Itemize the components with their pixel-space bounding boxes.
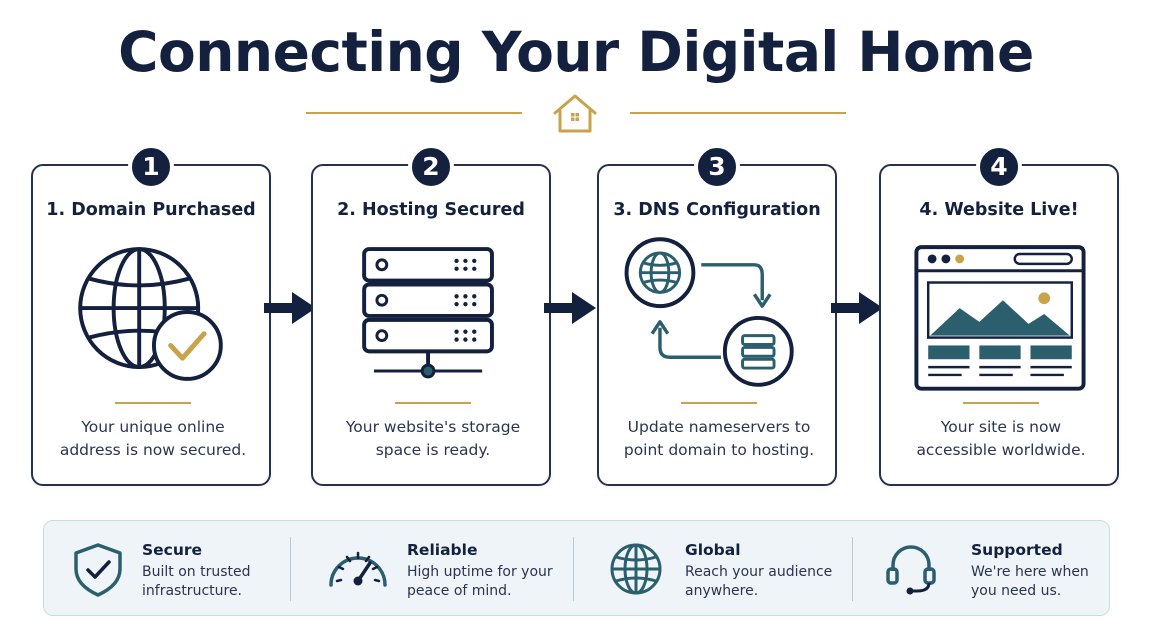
benefit-separator [290, 537, 291, 601]
benefit-global: Global Reach your audience anywhere. [574, 521, 852, 617]
step-heading: 1. Domain Purchased [46, 200, 256, 220]
benefits-panel: Secure Built on trusted infrastructure. [43, 520, 1110, 616]
benefit-title: Supported [971, 541, 1063, 559]
headset-icon [886, 545, 936, 595]
dns-sync-icon [624, 237, 794, 387]
step-heading: 2. Hosting Secured [337, 200, 525, 220]
step-divider [963, 402, 1039, 404]
step-number-badge: 1 [128, 144, 174, 190]
title-divider-right [630, 112, 846, 114]
step-divider [115, 402, 191, 404]
step-divider [681, 402, 757, 404]
benefit-secure: Secure Built on trusted infrastructure. [44, 521, 290, 617]
arrow-right-icon [264, 292, 316, 324]
step-card-dns: 3 3. DNS Configuration Updat [597, 144, 837, 486]
benefit-text: High uptime for your peace of mind. [407, 564, 553, 599]
title-divider-left [306, 112, 522, 114]
benefit-title: Secure [142, 541, 203, 559]
step-description: Update nameservers to point domain to ho… [623, 418, 815, 459]
benefit-title: Global [685, 541, 741, 559]
speedometer-icon [329, 551, 387, 587]
step-card-domain: 1 1. Domain Purchased Your unique online… [31, 144, 271, 486]
globe-check-icon [78, 247, 223, 381]
step-divider [395, 402, 471, 404]
step-card-live: 4 4. Website Live! [879, 144, 1119, 486]
page-title: Connecting Your Digital Home [118, 20, 1034, 84]
arrow-right-icon [831, 292, 883, 324]
shield-check-icon [74, 543, 122, 597]
step-number-badge: 2 [408, 144, 454, 190]
benefit-reliable: Reliable High uptime for your peace of m… [291, 521, 573, 617]
step-number-badge: 4 [976, 144, 1022, 190]
benefit-separator [852, 537, 853, 601]
step-description: Your site is now accessible worldwide. [916, 418, 1086, 459]
step-heading: 4. Website Live! [919, 200, 1079, 220]
benefit-title: Reliable [407, 541, 478, 559]
house-icon [553, 94, 597, 133]
server-rack-icon [362, 247, 494, 379]
benefit-text: We're here when you need us. [971, 564, 1089, 599]
benefit-text: Built on trusted infrastructure. [142, 564, 251, 599]
step-number-badge: 3 [694, 144, 740, 190]
step-heading: 3. DNS Configuration [613, 200, 821, 220]
arrow-right-icon [544, 292, 596, 324]
benefit-supported: Supported We're here when you need us. [853, 521, 1109, 617]
browser-window-icon [914, 245, 1086, 391]
step-description: Your website's storage space is ready. [345, 418, 521, 459]
benefit-separator [573, 537, 574, 601]
step-card-hosting: 2 2. Hosting Secured [311, 144, 551, 486]
step-description: Your unique online address is now secure… [59, 418, 247, 459]
globe-icon [610, 543, 662, 595]
benefit-text: Reach your audience anywhere. [685, 564, 833, 599]
